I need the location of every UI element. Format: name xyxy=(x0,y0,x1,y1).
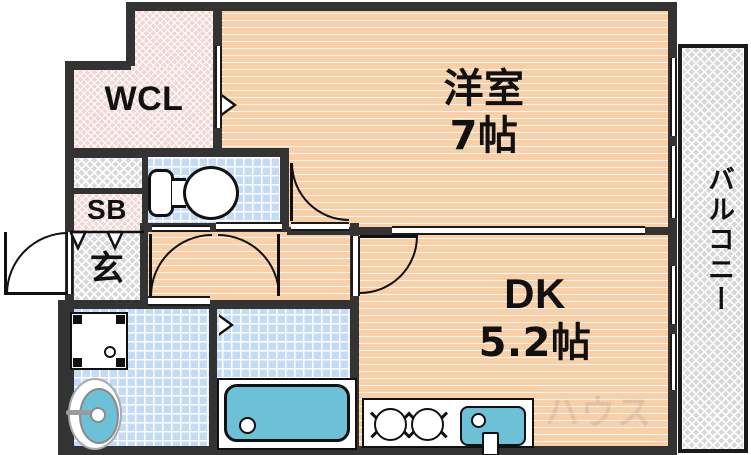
opening-hall-left xyxy=(148,296,210,306)
stove-burner-left-icon xyxy=(370,408,411,441)
washer-pan-corner xyxy=(116,315,125,324)
label-bedroom-name: 洋室 xyxy=(443,66,525,112)
toilet-bowl xyxy=(183,166,239,220)
label-dk-name: DK xyxy=(504,270,566,317)
wcl-sliding-arrow-icon xyxy=(222,94,237,116)
room-balcony xyxy=(683,47,743,450)
room-shoebox xyxy=(70,192,144,230)
door-entrance-swing xyxy=(6,232,68,294)
washer-pan-corner xyxy=(73,315,82,324)
bathtub-drain-icon xyxy=(239,417,256,434)
wall-balcony-bottom xyxy=(678,449,748,453)
room-wcl-upper xyxy=(131,6,218,72)
window-dk-balcony xyxy=(670,266,677,324)
label-dk-size: 5.2帖 xyxy=(478,320,592,366)
door-bedroom-leaf xyxy=(290,163,293,221)
toilet-tank xyxy=(148,169,174,217)
wall-sb-top xyxy=(65,152,148,158)
wall-toilet-bottom xyxy=(140,223,289,232)
wall-balcony-left xyxy=(678,44,682,453)
wall-wcl-bottom xyxy=(65,148,287,157)
wall-entrance-right xyxy=(140,230,148,308)
kitchen-faucet-icon xyxy=(482,432,499,455)
opening-bedroom-door xyxy=(291,222,349,231)
wall-balcony-right xyxy=(744,44,748,453)
label-wcl: WCL xyxy=(104,80,184,118)
partition-bedroom-dk xyxy=(392,226,645,235)
door-entrance-jamb xyxy=(6,292,68,295)
shoebox-chevrons-icon xyxy=(68,230,146,252)
washer-drain-icon xyxy=(104,346,116,358)
door-washroom-leaf xyxy=(277,234,280,296)
room-entrance xyxy=(70,230,144,305)
window-bedroom-balcony xyxy=(670,58,677,136)
vanity-knob-icon xyxy=(90,407,106,423)
wall-sb-right xyxy=(142,152,148,232)
wall-left-washroom xyxy=(58,300,67,455)
door-entrance-leaf xyxy=(4,232,7,295)
vanity-basin xyxy=(66,378,122,450)
label-balcony: バルコニー xyxy=(703,165,734,315)
window-dk-balcony-2 xyxy=(670,334,677,390)
toilet-neck xyxy=(172,178,186,208)
vanity-faucet-icon xyxy=(66,410,96,415)
opening-dk-door xyxy=(351,236,360,296)
wall-bottom xyxy=(58,446,677,455)
room-bedroom xyxy=(218,6,673,231)
wall-bath-left xyxy=(209,300,217,455)
storage-upper xyxy=(70,157,144,192)
bathtub xyxy=(224,384,350,442)
label-shoebox: SB xyxy=(87,194,127,225)
wall-top-wcl xyxy=(126,2,218,11)
kitchen-sink-drain-icon xyxy=(471,413,486,428)
stove-burner-right-icon xyxy=(407,408,448,441)
washer-pan xyxy=(70,312,128,370)
door-toilet-leaf xyxy=(149,234,152,296)
wall-sb-mid xyxy=(65,188,148,194)
door-dk-leaf xyxy=(360,235,418,238)
window-bedroom-balcony-2 xyxy=(670,146,677,218)
opening-hall-toilet xyxy=(152,225,210,232)
wall-toilet-right xyxy=(280,148,289,232)
washer-pan-corner xyxy=(116,358,125,367)
kitchen-counter xyxy=(362,398,534,455)
wall-wcl-left-upper xyxy=(126,2,135,66)
wall-wcl-notch xyxy=(65,61,131,70)
watermark: ハウス xyxy=(545,393,653,433)
washer-pan-corner xyxy=(73,358,82,367)
wall-dk-left xyxy=(350,223,359,455)
bath-sliding-arrow-icon xyxy=(219,314,234,336)
wall-balcony-top xyxy=(678,44,748,48)
opening-wcl-sliding xyxy=(215,46,222,128)
label-entrance: 玄 xyxy=(89,249,125,289)
label-bedroom-size: 7帖 xyxy=(449,113,519,159)
opening-toilet xyxy=(216,222,282,231)
room-wcl xyxy=(70,66,218,151)
wall-top-bedroom xyxy=(213,2,677,11)
